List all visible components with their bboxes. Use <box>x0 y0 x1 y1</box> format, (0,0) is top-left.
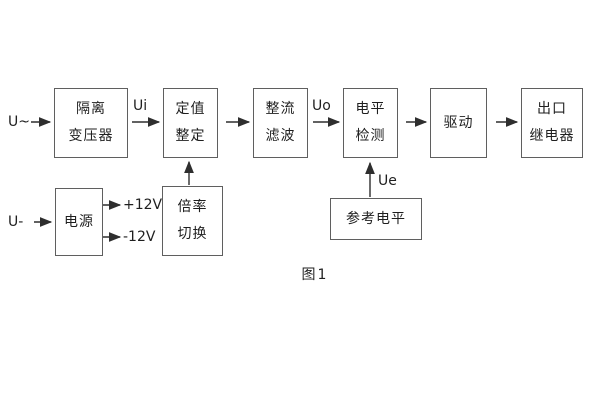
block-ratio-switching: 倍率 切换 <box>162 186 223 256</box>
block-label: 整定 <box>175 128 206 144</box>
block-output-relay: 出口 继电器 <box>521 88 583 158</box>
negative-rail-label: -12V <box>123 229 156 245</box>
block-setting-adjustment: 定值 整定 <box>163 88 218 158</box>
block-label: 出口 <box>537 101 567 117</box>
positive-rail-label: +12V <box>123 197 163 213</box>
block-label: 隔离 <box>76 101 106 117</box>
block-reference-level: 参考电平 <box>330 198 422 240</box>
block-label: 电源 <box>64 213 94 230</box>
ac-input-label: U~ <box>8 114 30 130</box>
block-label: 检测 <box>355 128 386 144</box>
block-label: 继电器 <box>529 128 575 144</box>
block-label: 参考电平 <box>346 210 406 227</box>
block-label: 切换 <box>177 226 208 242</box>
block-label: 电平 <box>355 101 386 117</box>
block-label: 滤波 <box>265 128 296 144</box>
block-isolation-transformer: 隔离 变压器 <box>54 88 128 158</box>
block-level-detection: 电平 检测 <box>343 88 398 158</box>
dc-input-label: U- <box>8 214 24 230</box>
uo-signal-label: Uo <box>312 98 331 114</box>
block-label: 定值 <box>175 101 206 117</box>
figure-caption: 图1 <box>301 267 329 283</box>
block-rectifier-filter: 整流 滤波 <box>253 88 308 158</box>
block-power-supply: 电源 <box>55 188 103 256</box>
block-label: 整流 <box>265 101 296 117</box>
ui-signal-label: Ui <box>133 98 148 114</box>
block-label: 倍率 <box>177 199 208 215</box>
block-driver: 驱动 <box>430 88 487 158</box>
block-label: 变压器 <box>68 128 114 144</box>
block-label: 驱动 <box>443 114 474 131</box>
ue-signal-label: Ue <box>378 173 397 189</box>
